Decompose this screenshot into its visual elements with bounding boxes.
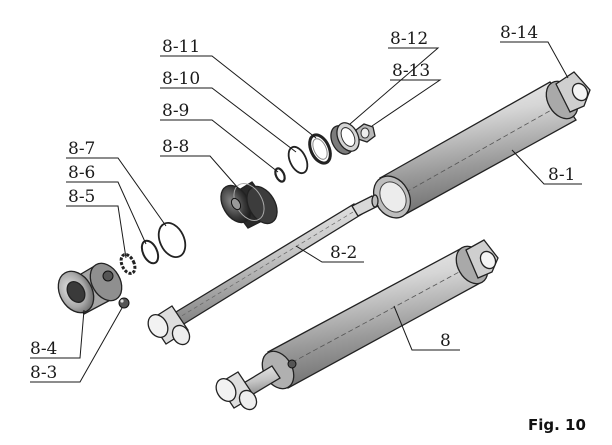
part-labels: 8-14 8-1 8-12 8-13 8-11 8-10 8-9 8-8 8-7… [30,23,575,383]
label-8-5: 8-5 [68,187,95,207]
label-8-1: 8-1 [548,165,575,185]
o-ring-8-10 [287,145,309,175]
circlip-8-5 [119,253,137,275]
piston-8-8 [220,181,278,229]
cylinder-barrel [372,71,591,219]
label-8-11: 8-11 [162,37,200,57]
label-8: 8 [440,331,451,351]
seal-ring-8-11 [308,133,332,165]
ball-8-3 [118,297,130,309]
label-8-3: 8-3 [30,363,57,383]
label-8-8: 8-8 [162,137,189,157]
label-8-10: 8-10 [162,69,200,89]
label-8-12: 8-12 [390,29,428,49]
cylinder-head-8-4 [57,262,123,315]
piston-rod [147,194,379,346]
assembled-cylinder [215,239,499,411]
label-8-2: 8-2 [330,243,357,263]
label-8-6: 8-6 [68,163,95,183]
label-8-14: 8-14 [500,23,538,43]
label-8-9: 8-9 [162,101,189,121]
label-8-13: 8-13 [392,61,430,81]
label-8-4: 8-4 [30,339,57,359]
label-8-7: 8-7 [68,139,95,159]
leader-lines [30,41,582,383]
retaining-ring-8-9 [274,167,286,183]
guide-sleeve [330,122,360,155]
figure-caption: Fig. 10 [528,416,586,434]
seal-ring-8-6 [140,239,160,265]
